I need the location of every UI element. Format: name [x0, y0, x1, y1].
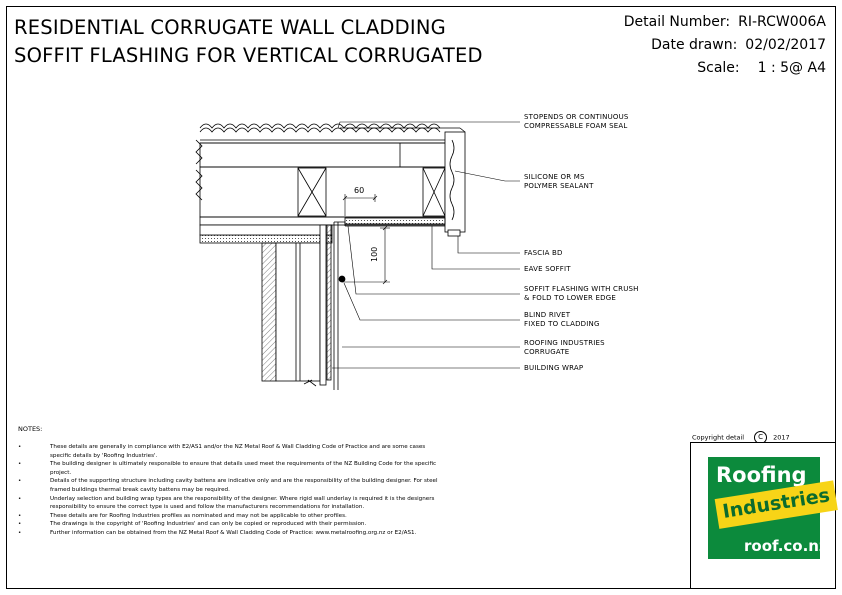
label-corrugate-text: ROOFING INDUSTRIES CORRUGATE: [524, 339, 605, 356]
ceiling-lining: [199, 224, 333, 244]
scale-label: Scale:: [697, 60, 740, 76]
date-drawn-row: Date drawn: 02/02/2017: [651, 37, 826, 53]
detail-number-row: Detail Number: RI-RCW006A: [624, 14, 826, 30]
note-item: Underlay selection and building wrap typ…: [18, 495, 438, 512]
drawing-title-line1: RESIDENTIAL CORRUGATE WALL CLADDING: [14, 16, 446, 39]
note-item: Details of the supporting structure incl…: [18, 477, 438, 494]
logo-panel: Roofing Industries roof.co.nz: [690, 442, 838, 589]
date-drawn-value: 02/02/2017: [745, 37, 826, 53]
scale-value: 1 : 5@ A4: [757, 60, 826, 76]
dimension-lines: [342, 194, 390, 285]
detail-number-value: RI-RCW006A: [738, 14, 826, 30]
label-corrugate: ROOFING INDUSTRIES CORRUGATE: [524, 339, 605, 357]
copyright-label: Copyright detail: [692, 433, 745, 442]
logo-yellow-band: Industries: [714, 480, 838, 529]
leader-lines: [332, 121, 520, 369]
label-stopends: STOPENDS OR CONTINUOUS COMPRESSABLE FOAM…: [524, 113, 629, 131]
drawing-title-line2: SOFFIT FLASHING FOR VERTICAL CORRUGATED: [14, 44, 483, 67]
dimension-60: 60: [354, 186, 364, 195]
label-blind-rivet: BLIND RIVET FIXED TO CLADDING: [524, 311, 600, 329]
label-fascia-bd: FASCIA BD: [524, 249, 563, 257]
fascia-board: [340, 127, 466, 237]
label-stopends-text: STOPENDS OR CONTINUOUS COMPRESSABLE FOAM…: [524, 113, 629, 130]
label-eave-soffit: EAVE SOFFIT: [524, 265, 571, 273]
note-item: Further information can be obtained from…: [18, 529, 438, 538]
label-silicone-sealant-text: SILICONE OR MS POLYMER SEALANT: [524, 173, 594, 190]
label-soffit-flashing: SOFFIT FLASHING WITH CRUSH & FOLD TO LOW…: [524, 285, 639, 303]
label-building-wrap: BUILDING WRAP: [524, 364, 584, 372]
notes-list: These details are generally in complianc…: [18, 443, 438, 538]
logo-word-roofing: Roofing: [716, 463, 807, 487]
note-item: These details are for Roofing Industries…: [18, 512, 438, 521]
drawing-sheet-border: [6, 6, 836, 589]
date-drawn-label: Date drawn:: [651, 37, 738, 53]
copyright-year: 2017: [773, 433, 790, 442]
dimension-100: 100: [370, 247, 379, 262]
note-item: The building designer is ultimately resp…: [18, 460, 438, 477]
label-blind-rivet-text: BLIND RIVET FIXED TO CLADDING: [524, 311, 600, 328]
notes-heading: NOTES:: [18, 425, 43, 433]
roof-corrugate-section: [199, 123, 452, 144]
logo-word-industries: Industries: [721, 484, 832, 523]
detail-number-label: Detail Number:: [623, 14, 731, 30]
logo-url: roof.co.nz: [744, 537, 828, 555]
wall-framing: [261, 221, 346, 390]
eave-soffit: [344, 217, 446, 227]
roofing-industries-logo: Roofing Industries roof.co.nz: [708, 457, 838, 559]
roof-framing: [195, 139, 453, 226]
note-item: These details are generally in complianc…: [18, 443, 438, 460]
label-silicone-sealant: SILICONE OR MS POLYMER SEALANT: [524, 173, 594, 191]
label-soffit-flashing-text: SOFFIT FLASHING WITH CRUSH & FOLD TO LOW…: [524, 285, 639, 302]
scale-row: Scale: 1 : 5@ A4: [697, 60, 826, 76]
note-item: The drawings is the copyright of 'Roofin…: [18, 520, 438, 529]
